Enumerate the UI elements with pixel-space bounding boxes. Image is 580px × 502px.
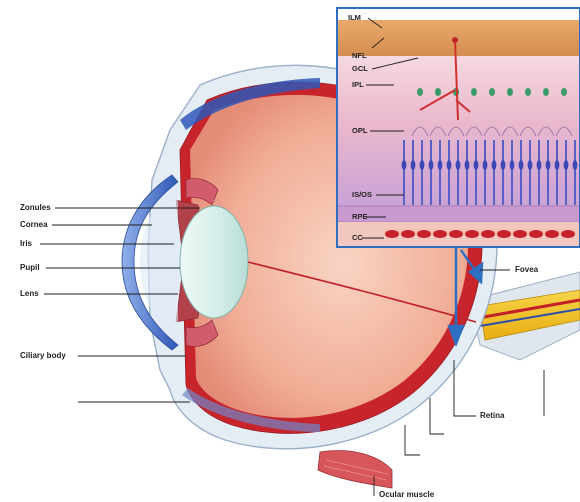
photoreceptor-nucleus [474,160,479,170]
ganglion-cell [561,88,567,96]
ganglion-cell [507,88,513,96]
ilm-layer [337,20,580,56]
capillary [417,230,431,238]
capillary [449,230,463,238]
photoreceptor-nucleus [411,160,416,170]
capillary [385,230,399,238]
capillary [513,230,527,238]
photoreceptor-nucleus [492,160,497,170]
label-pupil: Pupil [20,264,40,272]
photoreceptor-nucleus [528,160,533,170]
ocular-muscle-shape [318,451,392,488]
label-iris: Iris [20,240,32,248]
label-ocular-muscle: Ocular muscle [379,491,434,499]
ganglion-cell [417,88,423,96]
rpe-layer [337,206,580,222]
photoreceptor-nucleus [420,160,425,170]
ganglion-cell [471,88,477,96]
ganglion-cell [435,88,441,96]
label-retina: Retina [480,412,504,420]
photoreceptor-nucleus [447,160,452,170]
capillary [433,230,447,238]
capillary [497,230,511,238]
label-gcl: GCL [352,65,368,73]
label-ilm: ILM [348,14,361,22]
photoreceptor-nucleus [501,160,506,170]
photoreceptor-nucleus [546,160,551,170]
label-cc: CC [352,234,363,242]
label-fovea: Fovea [515,266,538,274]
ganglion-cell [489,88,495,96]
lens-shape [180,206,248,318]
label-rpe: RPE [352,213,367,221]
capillary [465,230,479,238]
photoreceptor-nucleus [510,160,515,170]
capillary [561,230,575,238]
capillary [545,230,559,238]
label-lens: Lens [20,290,39,298]
capillary [529,230,543,238]
capillary [481,230,495,238]
photoreceptor-nucleus [429,160,434,170]
label-isos: IS/OS [352,191,372,199]
photoreceptor-nucleus [402,160,407,170]
retina-inset [337,8,580,247]
photoreceptor-nucleus [465,160,470,170]
ganglion-cell [543,88,549,96]
photoreceptor-nucleus [483,160,488,170]
photoreceptor-nucleus [537,160,542,170]
photoreceptor-nucleus [564,160,569,170]
photoreceptor-nucleus [456,160,461,170]
label-ciliary-body: Ciliary body [20,352,66,360]
ganglion-cell [525,88,531,96]
label-ipl: IPL [352,81,364,89]
photoreceptor-nucleus [555,160,560,170]
label-nfl: NFL [352,52,367,60]
label-opl: OPL [352,127,367,135]
photoreceptor-nucleus [519,160,524,170]
label-zonules: Zonules [20,204,51,212]
photoreceptor-nucleus [438,160,443,170]
label-cornea: Cornea [20,221,48,229]
photoreceptor-nucleus [573,160,578,170]
capillary [401,230,415,238]
